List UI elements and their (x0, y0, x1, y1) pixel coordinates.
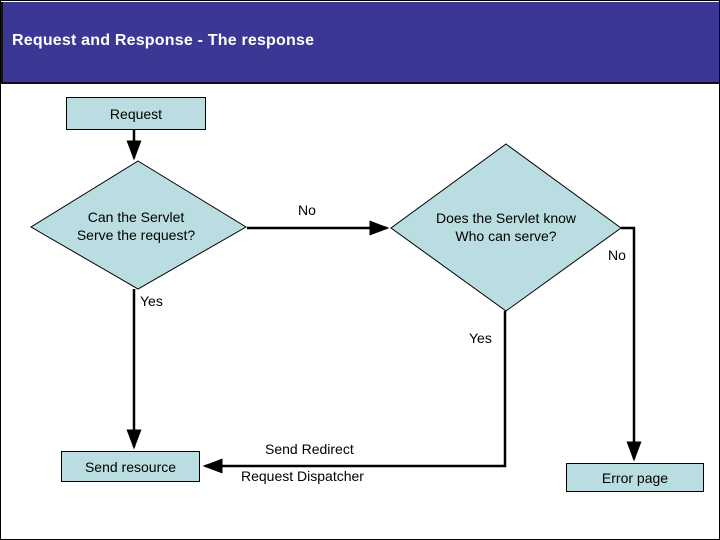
edge-label-decision2-yes: Yes (469, 330, 492, 346)
decision-diamond-does-servlet-know (390, 143, 622, 312)
connector-decision2-yes-to-send-resource (202, 311, 507, 474)
edge-label-send-redirect: Send Redirect (265, 441, 354, 457)
edge-label-request-dispatcher: Request Dispatcher (241, 468, 364, 484)
edge-label-decision2-no: No (608, 247, 626, 263)
page-title: Request and Response - The response (12, 32, 315, 49)
node-request[interactable]: Request (66, 97, 206, 130)
edge-label-decision1-yes: Yes (140, 293, 163, 309)
node-error-page[interactable]: Error page (566, 463, 704, 492)
node-send-resource[interactable]: Send resource (61, 451, 200, 482)
edge-label-decision1-no: No (298, 202, 316, 218)
slide-title-band: Request and Response - The response (1, 2, 719, 84)
decision-diamond-can-servlet-serve (30, 160, 247, 290)
connector-decision2-no-to-error-page (621, 226, 642, 462)
